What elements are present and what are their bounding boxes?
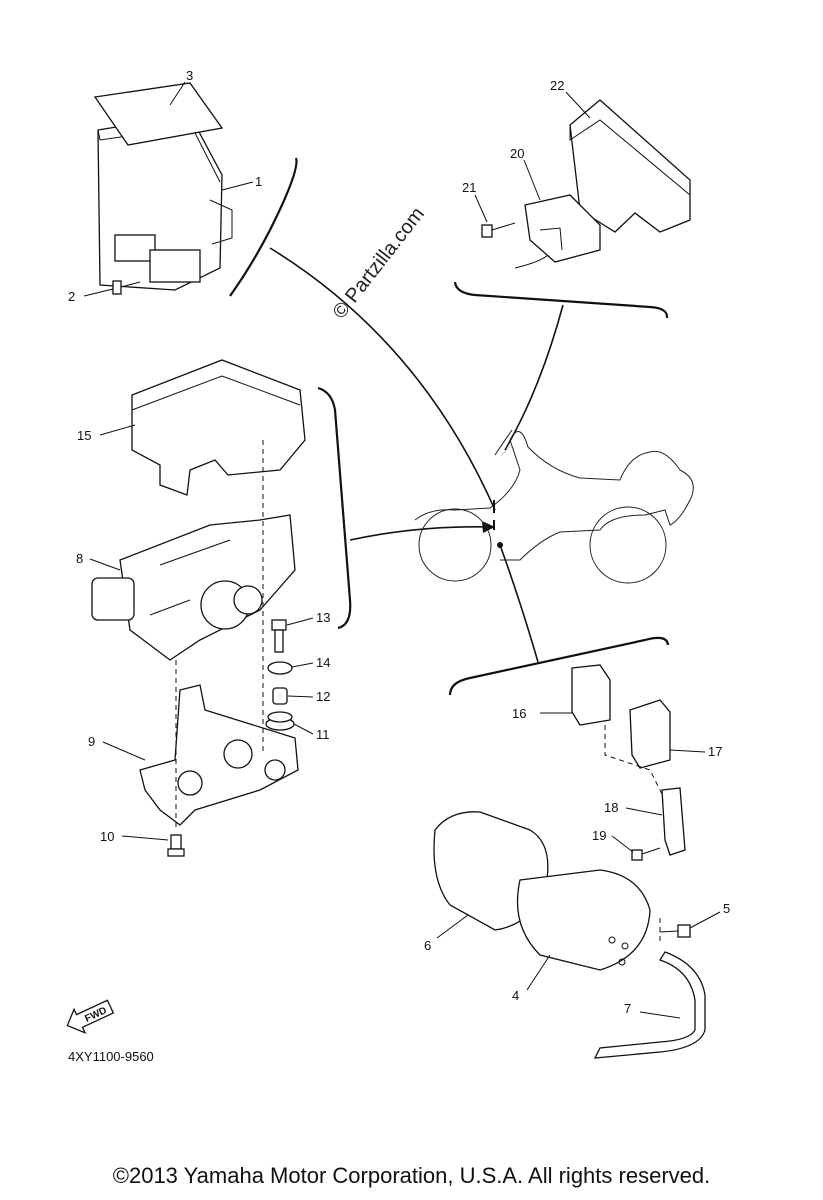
hose-7: [593, 951, 706, 1059]
sensor-4: [516, 869, 651, 971]
relay-wire: [514, 254, 549, 269]
grommet-11: [265, 711, 295, 731]
bolt-10: [167, 834, 185, 857]
abs-bracket-9: [139, 684, 299, 826]
bracket-sensor-group: [448, 636, 670, 696]
callout-16: 16: [512, 706, 526, 721]
callout-20: 20: [510, 146, 524, 161]
bolt-13: [271, 619, 287, 653]
svg-text:FWD: FWD: [83, 1005, 108, 1025]
assembly-line-sensor: [604, 725, 666, 801]
drawing-code: 4XY1100-9560: [68, 1049, 154, 1064]
bracket-relay-group: [453, 281, 669, 319]
washer-14: [267, 661, 293, 675]
screw-2: [112, 280, 141, 295]
callout-21: 21: [462, 180, 476, 195]
callout-9: 9: [88, 734, 95, 749]
copyright-notice: ©2013 Yamaha Motor Corporation, U.S.A. A…: [112, 1163, 711, 1188]
callout-18: 18: [604, 800, 618, 815]
pointer-ecu: [269, 247, 496, 511]
collar-12: [272, 687, 288, 705]
bracket-ecu-group: [229, 157, 298, 297]
callout-5: 5: [723, 901, 730, 916]
screw-21: [481, 222, 516, 238]
callout-19: 19: [592, 828, 606, 843]
callout-17: 17: [708, 744, 722, 759]
callout-10: 10: [100, 829, 114, 844]
callout-4: 4: [512, 988, 519, 1003]
watermark-partzilla: © Partzilla.com: [329, 203, 429, 323]
svg-text:© Partzilla.com: © Partzilla.com: [329, 203, 429, 323]
callout-6: 6: [424, 938, 431, 953]
fwd-arrow-icon: FWD: [66, 999, 115, 1034]
callout-3: 3: [186, 68, 193, 83]
arrowhead-relay: [500, 444, 512, 457]
callout-14: 14: [316, 655, 330, 670]
abs-unit-8: [91, 514, 296, 661]
bracket-abs-group: [317, 386, 352, 630]
sensor-17: [629, 699, 671, 769]
callout-7: 7: [624, 1001, 631, 1016]
callout-12: 12: [316, 689, 330, 704]
sensor-16: [571, 664, 611, 726]
ecu-unit: [97, 114, 233, 291]
ecu-cover-plate: [93, 82, 224, 146]
bracket-18: [661, 787, 686, 856]
screw-5: [659, 924, 691, 938]
motorcycle-silhouette: [414, 429, 694, 584]
callout-2: 2: [68, 289, 75, 304]
callout-11: 11: [316, 727, 330, 742]
pointer-sensor: [499, 544, 539, 663]
callout-8: 8: [76, 551, 83, 566]
arrowhead-abs: [482, 521, 495, 533]
callout-1: 1: [255, 174, 262, 189]
abs-cover-15: [131, 359, 306, 496]
callout-13: 13: [316, 610, 330, 625]
pointer-relay: [504, 304, 564, 451]
screw-19: [631, 847, 661, 861]
relay-20: [524, 194, 601, 263]
callout-22: 22: [550, 78, 564, 93]
callout-15: 15: [77, 428, 91, 443]
pointer-abs: [349, 525, 493, 541]
